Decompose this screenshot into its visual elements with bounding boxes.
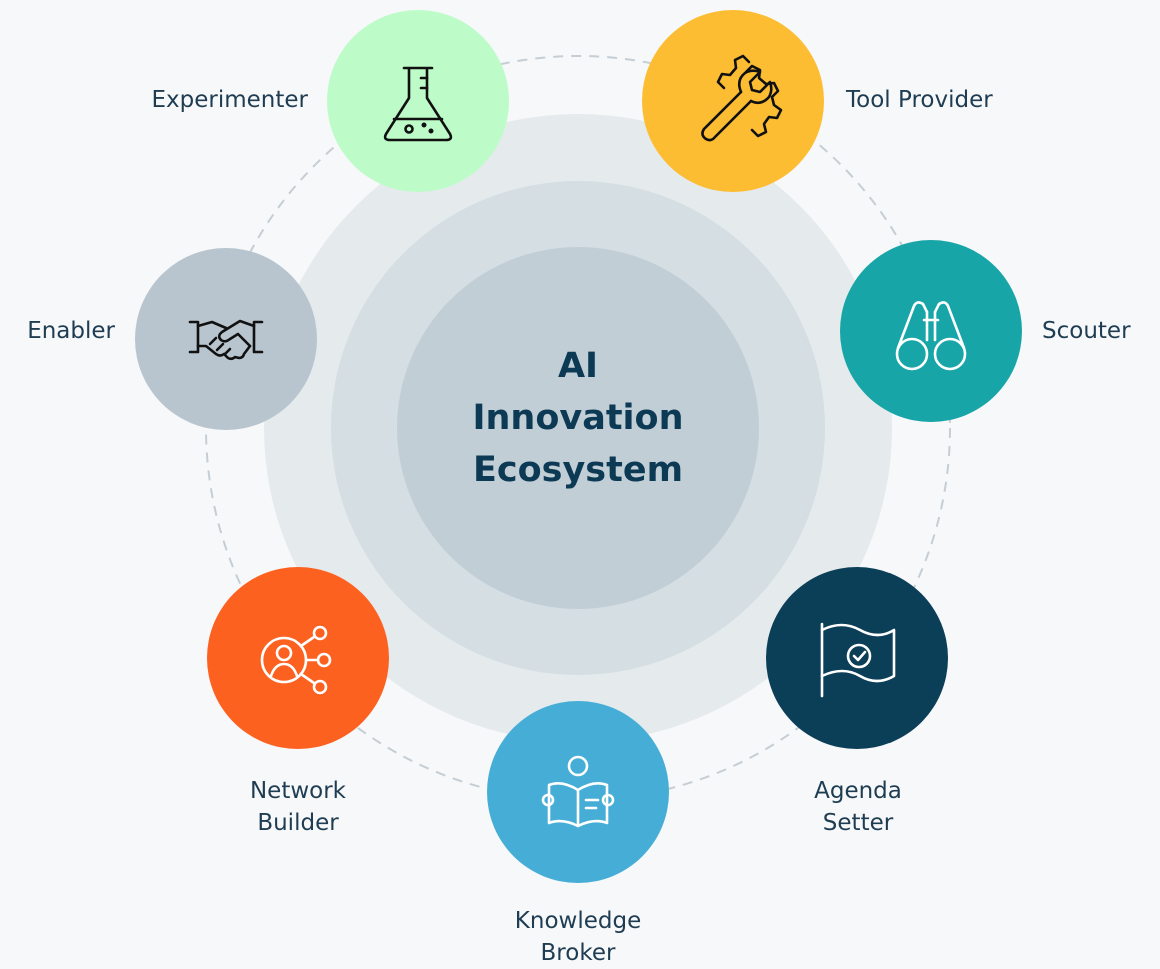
- handshake-icon: [188, 319, 264, 361]
- network-builder-circle: [207, 567, 389, 749]
- inner-circle: [397, 247, 759, 609]
- label-agenda-setter-line-1: Agenda: [814, 778, 902, 804]
- scouter-circle: [840, 240, 1022, 422]
- label-network-builder-line-1: Network: [249, 778, 347, 804]
- network-person-icon: [260, 625, 332, 695]
- enabler-circle: [135, 248, 317, 430]
- node-network-builder: [207, 567, 389, 749]
- node-scouter: [840, 240, 1022, 422]
- label-knowledge-broker: Knowledge Broker: [478, 905, 678, 969]
- flask-icon: [383, 66, 453, 142]
- node-experimenter: [327, 10, 509, 192]
- label-knowledge-broker-line-2: Broker: [540, 940, 616, 966]
- label-tool-provider: Tool Provider: [846, 87, 993, 113]
- label-agenda-setter: Agenda Setter: [758, 775, 958, 839]
- flag-check-icon: [820, 622, 896, 698]
- label-knowledge-broker-line-1: Knowledge: [514, 908, 642, 934]
- center-title-line-1: AI: [557, 346, 599, 386]
- experimenter-circle: [327, 10, 509, 192]
- label-enabler: Enabler: [27, 318, 115, 344]
- center-title: AI Innovation Ecosystem: [398, 340, 758, 496]
- node-enabler: [135, 248, 317, 430]
- reader-book-icon: [541, 755, 615, 828]
- label-experimenter: Experimenter: [151, 87, 309, 113]
- center-title-line-2: Innovation: [472, 398, 684, 438]
- label-agenda-setter-line-2: Setter: [822, 810, 894, 836]
- label-scouter: Scouter: [1042, 318, 1131, 344]
- label-network-builder: Network Builder: [198, 775, 398, 839]
- center-title-line-3: Ecosystem: [472, 450, 684, 490]
- wrench-gear-icon: [701, 54, 783, 142]
- binoculars-icon: [895, 301, 967, 371]
- node-agenda-setter: [766, 567, 948, 749]
- node-tool-provider: [642, 10, 824, 192]
- label-network-builder-line-2: Builder: [257, 810, 339, 836]
- node-knowledge-broker: [487, 701, 669, 883]
